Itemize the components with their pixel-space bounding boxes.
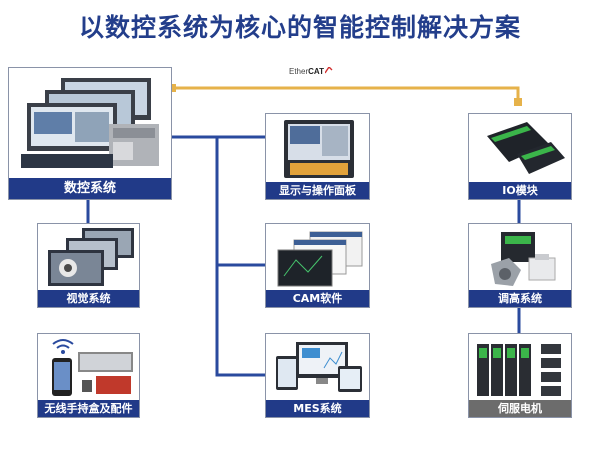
io-module-image <box>487 122 565 174</box>
display-panel-image <box>284 120 354 178</box>
height-control-card[interactable]: 调高系统 <box>468 223 572 308</box>
io-module-card[interactable]: IO模块 <box>468 113 572 200</box>
servo-motor-label: 伺服电机 <box>469 400 571 417</box>
ethercat-connector-left <box>168 84 176 92</box>
ethercat-bus-line <box>170 86 520 104</box>
cam-software-label: CAM软件 <box>266 290 369 307</box>
mes-devices-image <box>276 342 362 392</box>
ethercat-arrow-icon <box>324 65 333 74</box>
ethercat-label: EtherCAT <box>289 65 333 76</box>
height-control-image <box>491 232 556 286</box>
page-title: 以数控系统为核心的智能控制解决方案 <box>78 13 521 42</box>
mes-system-card[interactable]: MES系统 <box>265 333 370 418</box>
servo-motor-card[interactable]: 伺服电机 <box>468 333 572 418</box>
wireless-devices-image <box>52 339 133 396</box>
servo-drives-image <box>477 344 561 396</box>
ethercat-label-prefix: Ether <box>289 67 309 76</box>
cnc-trunk-line <box>172 135 265 377</box>
vision-screens-image <box>48 228 134 286</box>
cnc-system-card[interactable]: 数控系统 <box>8 67 172 200</box>
mes-system-label: MES系统 <box>266 400 369 417</box>
io-module-label: IO模块 <box>469 182 571 199</box>
vision-system-label: 视觉系统 <box>38 290 139 307</box>
cnc-system-label: 数控系统 <box>9 178 171 199</box>
display-panel-card[interactable]: 显示与操作面板 <box>265 113 370 200</box>
ethercat-label-suffix: CAT <box>308 67 324 76</box>
wireless-handheld-card[interactable]: 无线手持盒及配件 <box>37 333 140 418</box>
display-panel-label: 显示与操作面板 <box>266 182 369 199</box>
cnc-screens-image <box>21 78 159 168</box>
height-control-label: 调高系统 <box>469 290 571 307</box>
ethercat-connector-right <box>514 98 522 106</box>
cam-windows-image <box>277 231 363 287</box>
vision-system-card[interactable]: 视觉系统 <box>37 223 140 308</box>
cam-software-card[interactable]: CAM软件 <box>265 223 370 308</box>
wireless-handheld-label: 无线手持盒及配件 <box>38 400 139 417</box>
